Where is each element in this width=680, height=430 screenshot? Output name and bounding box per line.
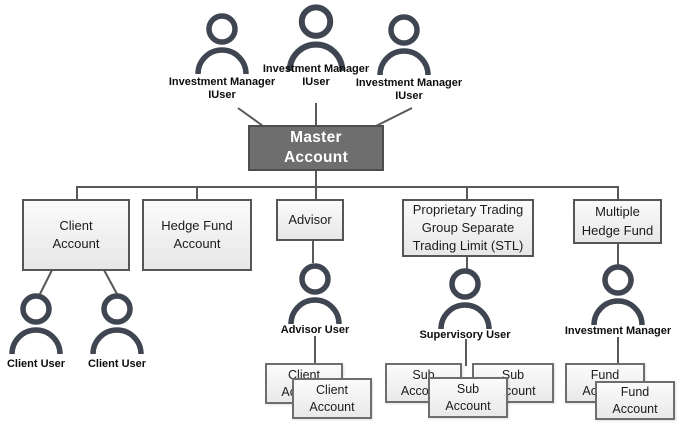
client-user-1-label: Client User [6,358,66,370]
advisor-label: Advisor [288,211,332,227]
client-user-2-label: Client User [87,358,147,370]
top-user-right [376,13,432,82]
connector-line [103,269,118,295]
sub-account-box-front: Sub Account [428,377,508,418]
top-user-right-label: Investment Manager IUser [355,77,463,103]
person-icon [438,268,492,330]
client-user-1 [8,292,64,361]
client-account-label: Client Account [52,217,100,251]
fund-account-box-front: Fund Account [595,381,675,420]
client-account-box: Client Account [22,199,130,271]
supervisory-user [437,267,493,336]
person-icon [90,293,144,355]
person-icon [286,4,346,71]
multiple-hedge-fund-label: Multiple Hedge Fund [581,204,654,238]
master-account-box: Master Account [248,125,384,171]
person-icon [377,14,431,76]
connector-line [375,107,413,127]
top-user-middle [285,3,347,78]
top-user-middle-label: Investment Manager IUser [262,63,370,89]
multiple-hedge-fund-box: Multiple Hedge Fund [573,199,662,244]
client-user-2 [89,292,145,361]
person-icon [195,13,249,75]
supervisory-user-label: Supervisory User [419,329,511,341]
advisor-user [287,262,343,331]
fund-account-label: Fund Account [612,385,658,416]
top-user-left [194,12,250,81]
person-icon [9,293,63,355]
master-account-label: Master Account [283,128,349,166]
investment-manager-user [590,263,646,332]
sub-account-label: Sub Account [445,382,491,413]
hedge-fund-account-box: Hedge Fund Account [142,199,252,271]
connector-line [39,269,53,295]
person-icon [288,263,342,325]
person-icon [591,264,645,326]
connector-line [237,107,264,127]
proprietary-trading-box: Proprietary Trading Group Separate Tradi… [402,199,534,257]
advisor-client-account-label: Client Account [309,383,355,414]
proprietary-trading-label: Proprietary Trading Group Separate Tradi… [412,201,524,254]
advisor-box: Advisor [276,199,344,241]
top-user-left-label: Investment Manager IUser [168,76,276,102]
advisor-user-label: Advisor User [280,324,350,336]
investment-manager-user-label: Investment Manager [564,325,672,337]
advisor-client-account-box-front: Client Account [292,378,372,419]
hedge-fund-account-label: Hedge Fund Account [161,217,233,251]
